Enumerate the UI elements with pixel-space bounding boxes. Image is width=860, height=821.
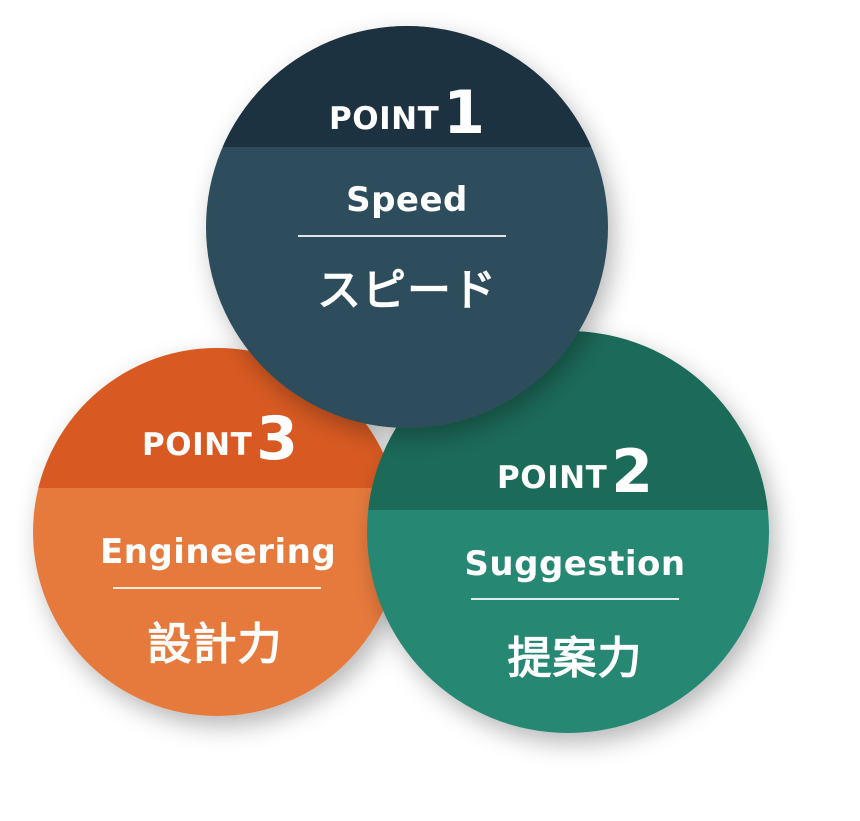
- point3-english-label: Engineering: [100, 532, 337, 572]
- point1-japanese-label: スピード: [317, 265, 497, 316]
- point1-word: POINT: [329, 101, 440, 137]
- point1-number: 1: [443, 78, 485, 148]
- point2-heading: POINT2: [470, 437, 680, 507]
- point2-divider: [471, 598, 679, 600]
- point1-heading: POINT1: [307, 78, 507, 148]
- point1-divider: [298, 235, 506, 237]
- point3-divider: [113, 587, 321, 589]
- point3-circle: [33, 348, 401, 716]
- point2-word: POINT: [497, 460, 608, 496]
- point2-number: 2: [611, 437, 653, 507]
- point3-number: 3: [256, 404, 298, 474]
- point2-english-label: Suggestion: [464, 544, 686, 584]
- point3-word: POINT: [142, 427, 253, 463]
- point3-japanese-label: 設計力: [147, 619, 283, 670]
- point3-heading: POINT3: [115, 404, 325, 474]
- point1-english-label: Speed: [346, 180, 468, 220]
- point2-japanese-label: 提案力: [507, 633, 643, 684]
